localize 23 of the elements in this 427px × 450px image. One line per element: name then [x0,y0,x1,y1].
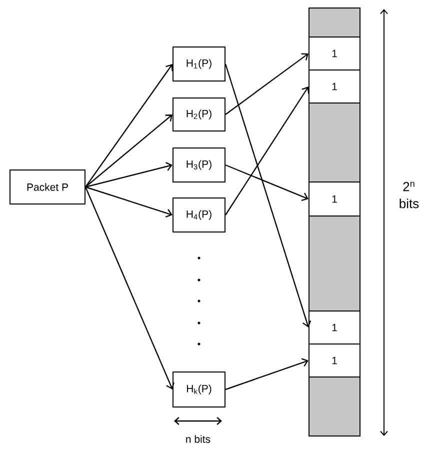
arrow [85,186,172,218]
hash-box: H$_{k}$(P) [172,372,226,408]
packet-box: Packet P [10,170,86,204]
arrow [225,164,308,202]
dimension-label: n bits [186,435,210,443]
bit-cell: 1 [308,70,360,104]
arrow [225,86,310,216]
arrow [85,114,172,188]
hash-box: H$_{2}$(P) [172,98,226,132]
bit-cell: 1 [308,36,360,70]
bit-cell: 1 [308,310,360,344]
bit-cell: 1 [308,182,360,216]
arrow [84,186,174,390]
arrow [85,162,172,188]
arrow [224,64,312,328]
hash-box: H$_{4}$(P) [172,198,226,232]
hash-box: H$_{1}$(P) [172,46,226,82]
arrow [225,358,308,390]
arrow [85,64,173,188]
hash-box: H$_{3}$(P) [172,148,226,182]
bit-cell: 1 [308,344,360,378]
arrow [225,53,308,115]
dimension-label: 2$^{n}$ bits [400,182,419,208]
